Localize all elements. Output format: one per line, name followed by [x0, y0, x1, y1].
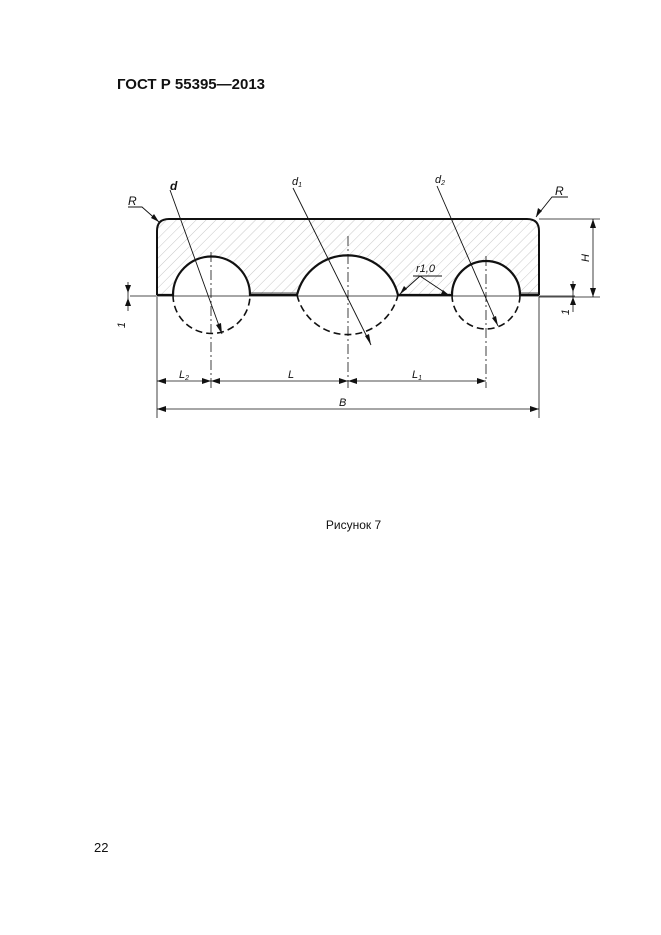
label-r-right: R	[555, 184, 564, 198]
channel-center-hidden	[296, 294, 399, 336]
page-number: 22	[94, 840, 109, 855]
label-d1: d1	[292, 176, 302, 189]
label-l: L	[288, 369, 294, 381]
label-one-right: 1	[560, 309, 572, 315]
label-l1: L1	[412, 369, 422, 382]
label-one-left: 1	[116, 322, 128, 328]
diameter-leader-d2	[436, 185, 499, 327]
radius-leader-left	[128, 206, 160, 223]
diameter-leader-d	[169, 189, 223, 335]
channel-left-hidden	[172, 294, 251, 335]
label-h: H	[580, 254, 592, 262]
label-d2: d2	[435, 174, 445, 187]
profile-outline	[156, 218, 540, 295]
diameter-leader-d1	[292, 187, 372, 346]
label-l2: L2	[179, 369, 189, 382]
label-radius-note: r1,0	[416, 263, 436, 275]
label-d: d	[170, 179, 178, 193]
profile-hatching	[157, 219, 539, 295]
profile-base-line	[157, 254, 539, 297]
figure-caption: Рисунок 7	[325, 518, 382, 532]
radius-leader-right	[535, 196, 568, 218]
document-standard-header: ГОСТ Р 55395—2013	[117, 76, 266, 93]
channel-right-hidden	[451, 294, 521, 330]
label-b: B	[339, 397, 346, 409]
label-r-left: R	[128, 194, 137, 208]
